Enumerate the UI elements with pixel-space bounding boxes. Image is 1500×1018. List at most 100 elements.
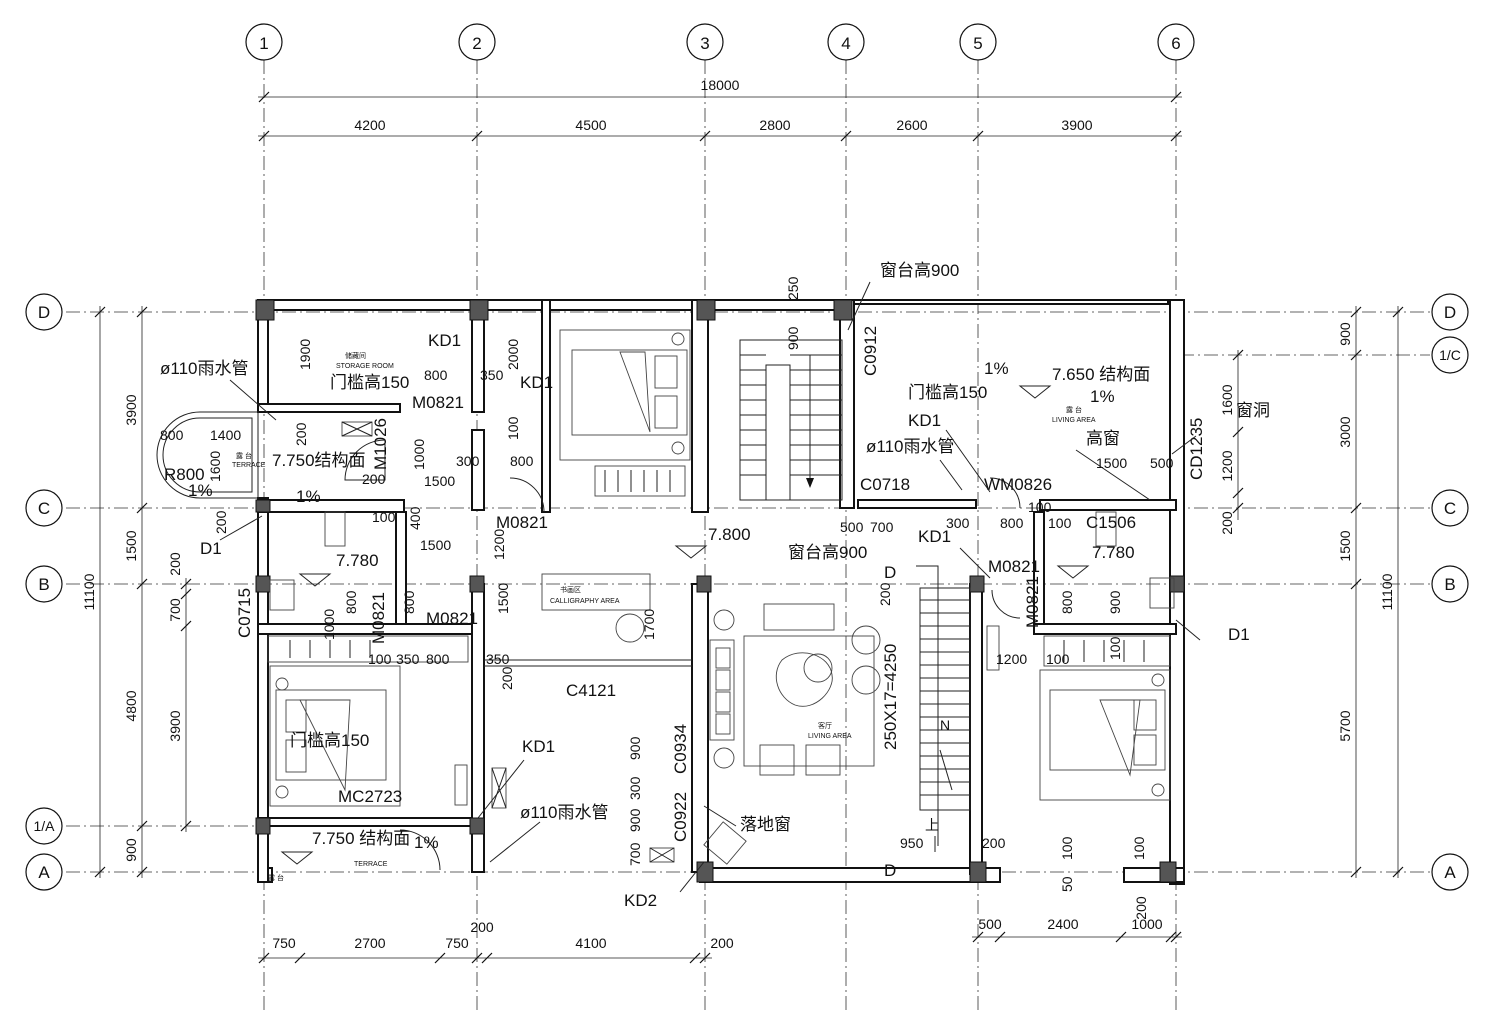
dim-100-g: 100 (1107, 636, 1123, 660)
pipe-label-3: ø110雨水管 (520, 803, 609, 822)
stairs-up-label: 上 (925, 817, 939, 833)
bed-bottom-left (267, 635, 469, 807)
dim-right-1600: 1600 (1219, 384, 1235, 415)
sill-label-2: 窗台高900 (788, 543, 867, 562)
mc2723-label: MC2723 (338, 787, 402, 806)
dim-100-a: 100 (505, 416, 521, 440)
dim-right-200: 200 (1219, 511, 1235, 535)
m0821-label-2: M0821 (496, 513, 548, 532)
storage-cn-label: 储藏间 (345, 351, 366, 360)
dim-100-h: 100 (1059, 836, 1075, 860)
kd1-label-5: KD1 (522, 737, 555, 756)
dim-1500-b: 1500 (420, 537, 451, 553)
dim-left-700: 700 (167, 598, 183, 622)
dim-500-a: 500 (840, 519, 864, 535)
grid-b-left: B (38, 575, 49, 594)
stairs-count-label: 250X17=4250 (881, 644, 900, 750)
slope-label-2: 1% (296, 487, 321, 506)
dim-350-a: 350 (480, 367, 504, 383)
struct-7650-label: 7.650 结构面 (1052, 365, 1150, 384)
m0821-label-6: M0821 (1023, 576, 1042, 628)
grid-a-left: A (38, 863, 50, 882)
dim-1600: 1600 (207, 451, 223, 482)
grid-bubbles-top: 1 2 3 4 5 6 (245, 23, 1195, 61)
kd1-label-4: KD1 (918, 527, 951, 546)
dim-250: 250 (785, 276, 801, 300)
living-furniture (703, 603, 881, 865)
dim-100-b: 100 (372, 509, 396, 525)
dim-350-c: 350 (486, 651, 510, 667)
dim-200-c: 200 (213, 510, 229, 534)
upper-stairs (739, 339, 843, 501)
door-swings (344, 439, 1021, 871)
dim-1400: 1400 (210, 427, 241, 443)
dim-left-1500: 1500 (123, 530, 139, 561)
dim-1500-d: 1500 (1096, 455, 1127, 471)
kd1-label-2: KD1 (520, 373, 553, 392)
dim-200-a: 200 (293, 422, 309, 446)
dim-350-b: 350 (396, 651, 420, 667)
dim-top-1: 4200 (354, 117, 385, 133)
dim-800-h: 800 (1059, 590, 1075, 614)
m0821-label-4: M0821 (988, 557, 1040, 576)
living-cn-label: 客厅 (818, 721, 832, 730)
living2-cn-label: 露 台 (1066, 405, 1082, 414)
terrace-cn-label: 露 台 (236, 451, 252, 460)
kd1-label-1: KD1 (428, 331, 461, 350)
pipe-label-2: ø110雨水管 (866, 437, 955, 456)
kd2-label: KD2 (624, 891, 657, 910)
luodichuang-label: 落地窗 (740, 815, 791, 834)
dim-50: 50 (1059, 876, 1075, 892)
m0821-label-5: M0821 (369, 592, 388, 644)
stairs-n-label: N (940, 717, 950, 733)
dim-300-c: 300 (627, 776, 643, 800)
threshold-label-2: 门槛高150 (290, 731, 369, 750)
dim-right-900: 900 (1337, 322, 1353, 346)
columns (255, 299, 1185, 883)
dim-800-d: 800 (343, 590, 359, 614)
left-dimensions: 11100 3900 1500 4800 900 200 700 3900 (81, 306, 192, 878)
grid-bubbles-left: D C B 1/A A (25, 293, 63, 891)
dim-100-i: 100 (1131, 836, 1147, 860)
dim-800-e: 800 (401, 590, 417, 614)
dim-100-c: 100 (368, 651, 392, 667)
dim-1700: 1700 (641, 609, 657, 640)
dim-bot-750b: 750 (445, 935, 469, 951)
chuangdong-label: 窗洞 (1236, 401, 1270, 420)
dim-700-b: 700 (627, 842, 643, 866)
dim-2000: 2000 (505, 339, 521, 370)
dim-800-g: 800 (1000, 515, 1024, 531)
dim-right-5700: 5700 (1337, 710, 1353, 741)
dim-500-b: 500 (1150, 455, 1174, 471)
grid-a-right: A (1444, 863, 1456, 882)
slope-label-4: 1% (1090, 387, 1115, 406)
sill-label-1: 窗台高900 (880, 261, 959, 280)
dim-800-b: 800 (160, 427, 184, 443)
bed-bottom-right (986, 625, 1171, 801)
dim-100-f: 100 (1046, 651, 1070, 667)
dim-900-d: 900 (627, 808, 643, 832)
terrace-en-label: TERRACE (232, 462, 266, 469)
lower-stairs: 上 N (916, 565, 971, 852)
c0934-label: C0934 (671, 724, 690, 774)
dim-200-b: 200 (362, 471, 386, 487)
c0922-label: C0922 (671, 792, 690, 842)
struct-7750-label-1: 7.750结构面 (272, 451, 366, 470)
pipe-label-1: ø110雨水管 (160, 359, 249, 378)
walls (257, 299, 1185, 885)
dim-left-3900b: 3900 (167, 710, 183, 741)
dim-200-d: 200 (499, 666, 515, 690)
living2-en-label: LIVING AREA (1052, 417, 1096, 424)
left-terrace: 露 台 TERRACE (156, 411, 266, 499)
dim-bot-750a: 750 (272, 935, 296, 951)
dim-800-a: 800 (424, 367, 448, 383)
dim-right-1200: 1200 (1219, 450, 1235, 481)
lvl-7780-left: 7.780 (336, 551, 379, 570)
calligraphy-area: 书画区 CALLIGRAPHY AREA (484, 573, 692, 667)
grid-1-label: 1 (259, 34, 268, 53)
dim-200-f: 200 (982, 835, 1006, 851)
dim-right-1500: 1500 (1337, 530, 1353, 561)
dim-950: 950 (900, 835, 924, 851)
terrace-bottom-en: TERRACE (354, 861, 388, 868)
r800-label: R800 (164, 465, 205, 484)
